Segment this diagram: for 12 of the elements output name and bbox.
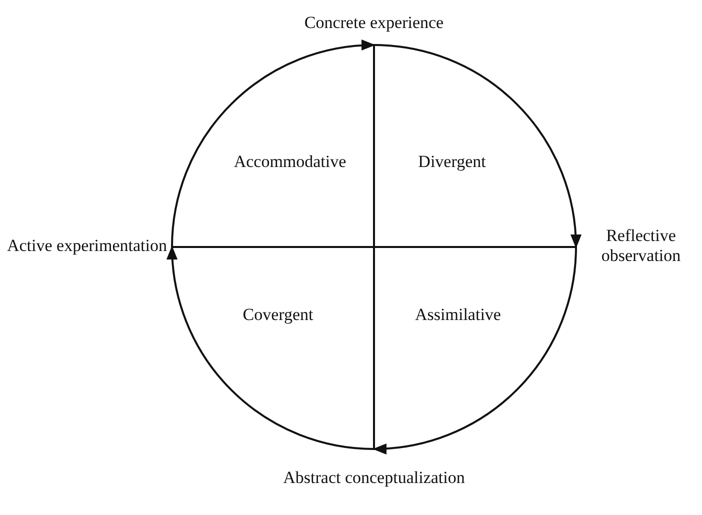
quadrant-label: Divergent: [418, 152, 486, 172]
quadrant-label: Covergent: [242, 305, 314, 325]
stage-label: Reflective observation: [582, 222, 700, 270]
cycle-arrow: [372, 246, 577, 454]
cycle-arrow: [171, 40, 376, 248]
cycle-arrow: [167, 246, 374, 450]
stage-label: Concrete experience: [274, 8, 474, 38]
cycle-arrow: [374, 44, 581, 248]
quadrant-label: Assimilative: [415, 305, 501, 325]
stage-label: Active experimentation: [6, 222, 168, 270]
quadrant-label: Accommodative: [234, 152, 346, 172]
stage-label: Abstract conceptualization: [274, 452, 474, 504]
